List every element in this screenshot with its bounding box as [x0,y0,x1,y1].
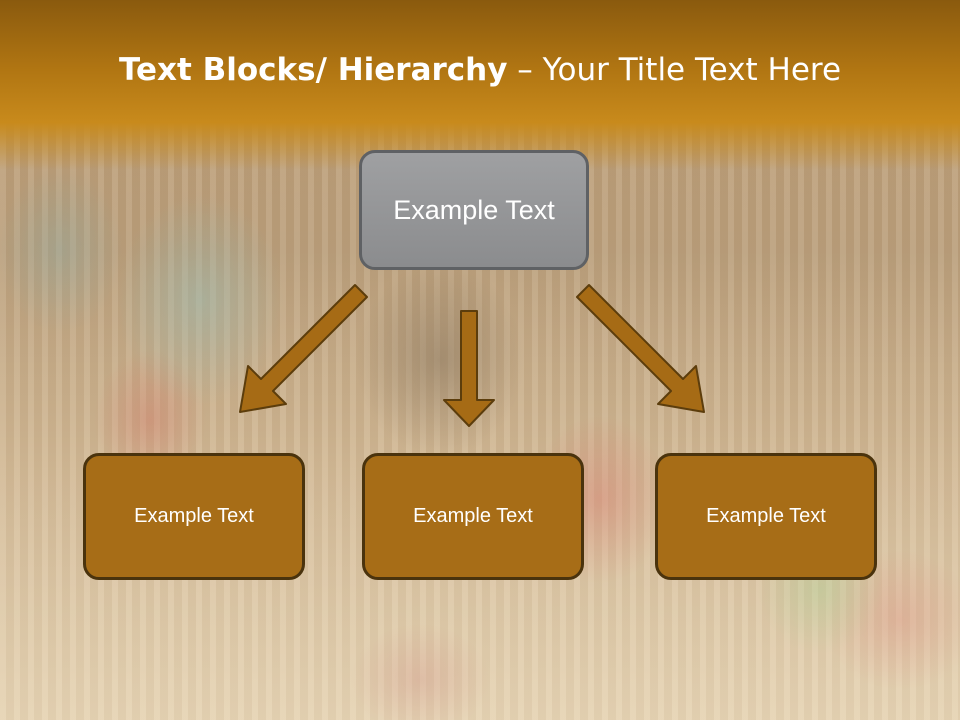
child-box-3[interactable]: Example Text [655,453,877,580]
child-box-2[interactable]: Example Text [362,453,584,580]
slide-title-rest: – Your Title Text Here [507,52,842,88]
arrow-center[interactable] [443,310,495,427]
arrow-left[interactable] [239,284,368,413]
child-box-1[interactable]: Example Text [83,453,305,580]
top-level-box-text: Example Text [393,194,555,225]
child-box-2-text: Example Text [413,505,533,527]
child-box-1-text: Example Text [134,505,254,527]
title-band [0,0,960,170]
top-level-box[interactable]: Example Text [359,150,589,270]
arrow-right[interactable] [576,284,705,413]
slide-title-bold: Text Blocks/ Hierarchy [118,52,508,88]
child-box-3-text: Example Text [706,505,826,527]
slide-title[interactable]: Text Blocks/ Hierarchy – Your Title Text… [0,52,960,88]
